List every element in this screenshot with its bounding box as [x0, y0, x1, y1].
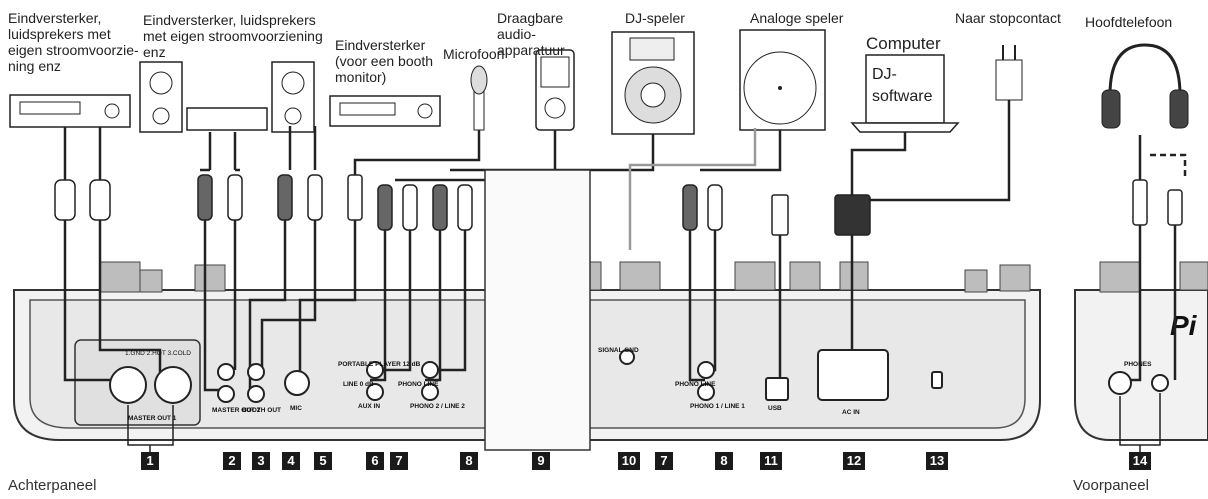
callout-12: 12 [843, 452, 865, 470]
phono-line-label-2: PHONO LINE [675, 381, 716, 388]
front-panel: Pi [1075, 262, 1208, 440]
callout-6: 6 [366, 452, 384, 470]
speaker-set-rca [140, 62, 314, 132]
booth-amplifier [330, 96, 440, 126]
microphone-device [471, 66, 487, 130]
ac-in-label: AC IN [842, 409, 860, 416]
aux-in-label: AUX IN [358, 403, 380, 410]
dj-player-device [612, 32, 694, 134]
label-amp-speakers-rca: Eindversterker, luidsprekers met eigen s… [143, 12, 338, 60]
portable-player-device [536, 50, 574, 130]
phones-label: PHONES [1124, 361, 1152, 368]
front-panel-title: Voorpaneel [1073, 477, 1149, 494]
callout-5: 5 [314, 452, 332, 470]
callout-7b: 7 [655, 452, 673, 470]
signal-gnd-label: SIGNAL GND [598, 347, 639, 354]
callout-1: 1 [141, 452, 159, 470]
booth-out-label: BOOTH OUT [242, 407, 281, 414]
phono-line-label: PHONO LINE [398, 381, 439, 388]
callout-8b: 8 [715, 452, 733, 470]
callout-2: 2 [223, 452, 241, 470]
label-computer: Computer [866, 34, 941, 53]
rear-panel-title: Achterpaneel [8, 477, 96, 494]
mic-label: MIC [290, 405, 302, 412]
label-dj-software: DJ-software [872, 64, 940, 108]
line-0db-label: LINE 0 dB [343, 381, 374, 388]
label-analog-player: Analoge speler [750, 10, 843, 26]
callout-8: 8 [460, 452, 478, 470]
usb-label: USB [768, 405, 782, 412]
xlr-pin-note: 1.GND 2.HOT 3.COLD [125, 350, 191, 357]
callout-14: 14 [1129, 452, 1151, 470]
phono1-line1-label: PHONO 1 / LINE 1 [690, 403, 745, 410]
amplifier-left [10, 95, 130, 127]
label-headphones: Hoofdtelefoon [1085, 14, 1172, 30]
stand-bracket [485, 170, 590, 450]
phono2-line2-label: PHONO 2 / LINE 2 [410, 403, 465, 410]
label-portable-audio: Draagbare audio-apparatuur [497, 10, 597, 58]
callout-9: 9 [532, 452, 550, 470]
label-power-outlet: Naar stopcontact [955, 10, 1061, 26]
label-amp-speakers-balanced: Eindversterker, luidsprekers met eigen s… [8, 10, 143, 74]
callout-13: 13 [926, 452, 948, 470]
master-out-1-label: MASTER OUT 1 [128, 415, 177, 422]
callout-11: 11 [760, 452, 782, 470]
power-plug-device [996, 45, 1022, 100]
callout-7: 7 [390, 452, 408, 470]
headphones-device [1102, 45, 1188, 128]
callout-10: 10 [618, 452, 640, 470]
plugs [55, 175, 1182, 235]
label-microphone: Microfoon [443, 46, 504, 62]
label-dj-player: DJ-speler [625, 10, 685, 26]
callout-3: 3 [252, 452, 270, 470]
portable-player-label: PORTABLE PLAYER 12 dB [338, 361, 421, 368]
headphone-alt-cable [1150, 155, 1185, 180]
label-booth-amp: Eindversterker (voor een booth monitor) [335, 37, 455, 85]
analog-player-device [740, 30, 825, 130]
callout-4: 4 [282, 452, 300, 470]
